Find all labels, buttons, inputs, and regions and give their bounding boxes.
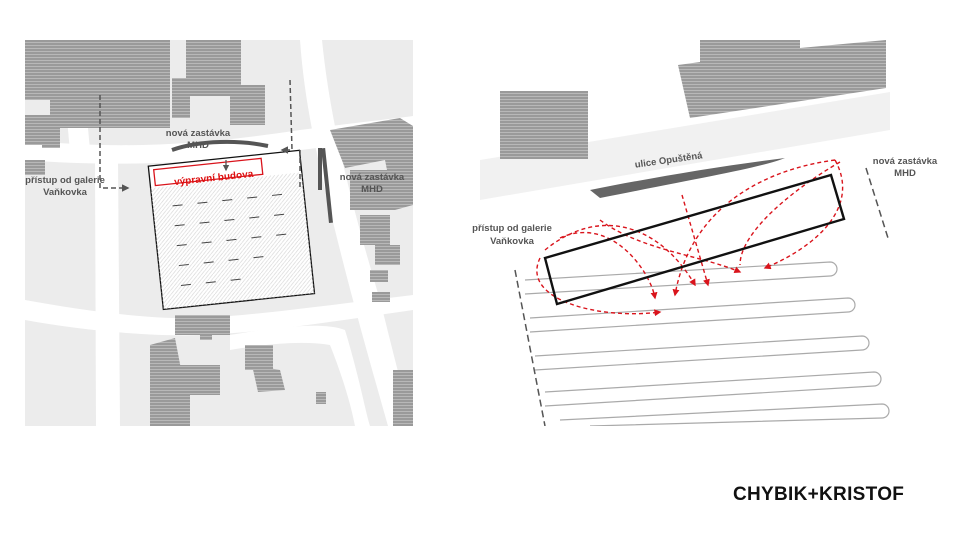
left-stop-label-line1: nová zastávka [166,128,231,139]
right-site-plan [480,40,890,426]
left-stop-bar-2 [321,147,333,224]
street-band [480,92,890,200]
right-stop-bar [590,158,785,198]
left-access-arrows [99,79,301,192]
brand-logo: CHYBIK+KRISTOF [733,484,905,505]
left-buildings [25,40,413,426]
right-gallery-label-line1: přístup od galerie [472,223,552,234]
left-roads [25,40,413,426]
track-loops [524,261,890,426]
building-label-box [152,157,264,187]
right-building-2 [678,40,886,118]
left-site-plan [25,40,413,426]
right-stop-label-line1: nová zastávka [873,156,938,167]
right-stop-label-line2: MHD [894,168,916,179]
right-boundaries [514,167,889,426]
right-gallery-label-line2: Vaňkovka [490,236,535,247]
left-gallery-label-line2: Vaňkovka [43,187,88,198]
left-gallery-label-line1: přístup od galerie [25,175,105,186]
right-building-1 [500,91,588,159]
hall-platforms [150,172,315,310]
station-bar [543,173,846,306]
left-stop-bar-1 [318,148,322,190]
left-stop-right-label-line1: nová zastávka [340,172,405,183]
hall-group [147,149,316,311]
left-stop-bar-top [171,139,269,152]
left-stop-right-label-line2: MHD [361,184,383,195]
platform-marks [172,193,287,286]
left-stop-label-line2: MHD [187,140,209,151]
